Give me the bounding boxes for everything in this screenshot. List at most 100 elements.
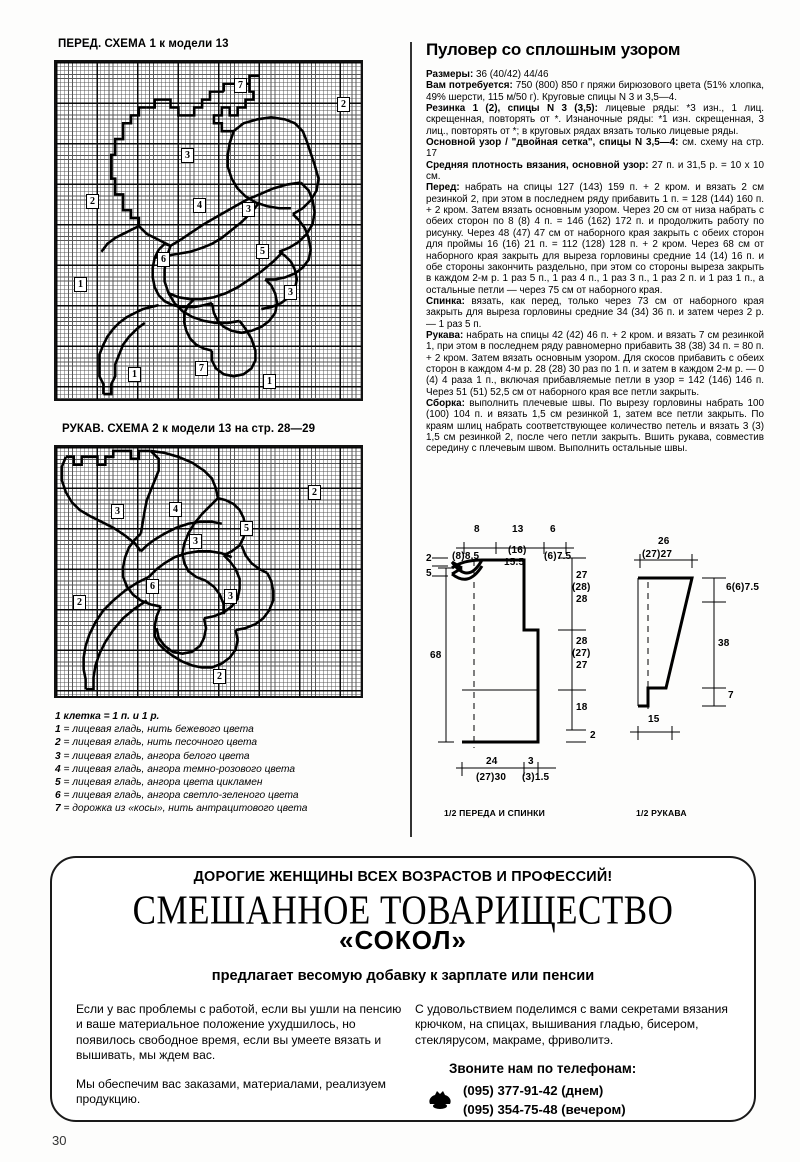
chart-1-title: ПЕРЕД. СХЕМА 1 к модели 13 bbox=[58, 38, 229, 50]
ad-left-para-2: Мы обеспечим вас заказами, материалами, … bbox=[76, 1076, 386, 1107]
chart-2-motif-outline bbox=[60, 449, 275, 691]
chart-cell-number: 4 bbox=[169, 502, 182, 517]
para-text: 36 (40/42) 44/46 bbox=[473, 69, 549, 80]
chart-cell-number: 3 bbox=[242, 202, 255, 217]
para-label: Основной узор / "двойная сетка", спицы N… bbox=[426, 137, 679, 149]
dim-top-seg-3: 6 bbox=[550, 524, 556, 535]
ad-brand-name: «СОКОЛ» bbox=[339, 925, 467, 955]
dim-sleeve-cuff: 7 bbox=[728, 690, 734, 701]
article-paragraph: Размеры: 36 (40/42) 44/46 bbox=[426, 69, 764, 80]
dim-right-2a: 28 bbox=[576, 636, 588, 647]
para-text: вязать, как перед, только через 73 см от… bbox=[426, 295, 764, 330]
front-schematic-caption: 1/2 ПЕРЕДА И СПИНКИ bbox=[444, 808, 545, 818]
dim-left-small-top: 2 bbox=[426, 553, 432, 564]
chart-1-motif-outline bbox=[98, 74, 320, 396]
advertisement-box: ДОРОГИЕ ЖЕНЩИНЫ ВСЕХ ВОЗРАСТОВ И ПРОФЕСС… bbox=[50, 856, 756, 1122]
dim-right-2b: (27) bbox=[572, 648, 591, 659]
dim-right-2c: 27 bbox=[576, 660, 588, 671]
para-label: Спинка: bbox=[426, 295, 465, 307]
legend-key: 3 bbox=[55, 750, 61, 762]
ad-phone-numbers: (095) 377-91-42 (днем) (095) 354-75-48 (… bbox=[463, 1081, 626, 1119]
legend-text: = лицевая гладь, ангора цвета цикламен bbox=[63, 777, 263, 789]
chart-cell-number: 5 bbox=[240, 521, 253, 536]
article-paragraph: Перед: набрать на спицы 127 (143) 159 п.… bbox=[426, 182, 764, 295]
chart-cell-number: 3 bbox=[224, 589, 237, 604]
legend-text: = лицевая гладь, ангора белого цвета bbox=[63, 750, 250, 762]
chart-cell-number: 1 bbox=[263, 374, 276, 389]
ad-phone-block: (095) 377-91-42 (днем) (095) 354-75-48 (… bbox=[427, 1081, 730, 1119]
chart-cell-number: 7 bbox=[234, 78, 247, 93]
legend-header: 1 клетка = 1 п. и 1 р. bbox=[55, 711, 160, 722]
dim-left-small-bottom: 5 bbox=[426, 568, 432, 579]
dim-sleeve-top-alt: (27)27 bbox=[642, 549, 673, 560]
legend-key: 5 bbox=[55, 777, 61, 789]
ad-left-column: Если у вас проблемы с работой, если вы у… bbox=[76, 1002, 403, 1120]
dim-sleeve-cap: 6(6)7.5 bbox=[726, 582, 760, 593]
ad-headline: ДОРОГИЕ ЖЕНЩИНЫ ВСЕХ ВОЗРАСТОВ И ПРОФЕСС… bbox=[193, 869, 613, 885]
dim-sleeve-body: 38 bbox=[718, 638, 730, 649]
ad-tagline: предлагает весомую добавку к зарплате ил… bbox=[211, 968, 595, 984]
dim-top-seg-1: 8 bbox=[474, 524, 480, 535]
ad-phone-evening: (095) 354-75-48 (вечером) bbox=[463, 1101, 626, 1117]
dim-alt-seg-3: (6)7.5 bbox=[544, 551, 572, 562]
chart-cell-number: 2 bbox=[86, 194, 99, 209]
chart-cell-number: 3 bbox=[189, 534, 202, 549]
legend-text: = лицевая гладь, ангора темно-розового ц… bbox=[63, 763, 296, 775]
dim-right-3: 18 bbox=[576, 702, 588, 713]
legend-item: 4 = лицевая гладь, ангора темно-розового… bbox=[55, 763, 400, 776]
telephone-icon bbox=[427, 1090, 453, 1110]
para-label: Размеры: bbox=[426, 69, 474, 80]
para-label: Сборка: bbox=[426, 397, 465, 409]
article-paragraph: Рукава: набрать на спицы 42 (42) 46 п. +… bbox=[426, 330, 764, 398]
right-column: Пуловер со сплошным узором Размеры: 36 (… bbox=[426, 40, 764, 455]
column-divider bbox=[410, 42, 412, 837]
ad-left-para-1: Если у вас проблемы с работой, если вы у… bbox=[76, 1002, 402, 1063]
para-text: см. схему на стр. 17 bbox=[426, 137, 764, 160]
legend-key: 2 bbox=[55, 737, 61, 749]
ad-right-para-1: С удовольствием поделимся с вами секрета… bbox=[415, 1002, 728, 1047]
dim-right-1b: (28) bbox=[572, 582, 591, 593]
legend-item: 6 = лицевая гладь, ангора светло-зеленог… bbox=[55, 789, 400, 802]
legend-item: 7 = дорожка из «косы», нить антрацитовог… bbox=[55, 802, 400, 815]
para-label: Перед: bbox=[426, 182, 460, 194]
dim-top-seg-2: 13 bbox=[512, 524, 524, 535]
legend-item: 1 = лицевая гладь, нить бежевого цвета bbox=[55, 723, 400, 736]
chart-cell-number: 3 bbox=[284, 285, 297, 300]
chart-cell-number: 2 bbox=[213, 669, 226, 684]
chart-cell-number: 6 bbox=[146, 579, 159, 594]
para-text: 27 п. и 31,5 р. = 10 х 10 см. bbox=[426, 159, 764, 183]
para-label: Резинка 1 (2), спицы N 3 (3,5): bbox=[426, 103, 598, 115]
legend-item: 3 = лицевая гладь, ангора белого цвета bbox=[55, 750, 400, 763]
article-paragraph: Основной узор / "двойная сетка", спицы N… bbox=[426, 137, 764, 160]
chart-cell-number: 6 bbox=[157, 252, 170, 267]
schematic-svg bbox=[432, 542, 726, 776]
chart-2-title: РУКАВ. СХЕМА 2 к модели 13 на стр. 28—29 bbox=[62, 423, 316, 435]
dim-alt-seg-2b: 15.5 bbox=[504, 557, 525, 568]
legend-key: 1 bbox=[55, 724, 61, 736]
dim-left-total: 68 bbox=[430, 650, 442, 661]
chart-cell-number: 1 bbox=[128, 367, 141, 382]
chart-cell-number: 3 bbox=[111, 504, 124, 519]
dim-alt-seg-1: (8)8.5 bbox=[452, 551, 480, 562]
chart-cell-number: 2 bbox=[73, 595, 86, 610]
legend-key: 4 bbox=[55, 763, 61, 775]
para-text: лицевые ряды: *3 изн., 1 лиц. скрещенная… bbox=[426, 103, 764, 137]
left-column: ПЕРЕД. СХЕМА 1 к модели 13 bbox=[40, 38, 400, 816]
dim-right-1c: 28 bbox=[576, 594, 588, 605]
chart-cell-number: 5 bbox=[256, 244, 269, 259]
article-paragraph: Спинка: вязать, как перед, только через … bbox=[426, 296, 764, 330]
para-text: выполнить плечевые швы. По вырезу горлов… bbox=[426, 397, 764, 455]
article-body: Размеры: 36 (40/42) 44/46 Вам потребуетс… bbox=[426, 69, 764, 455]
dim-sleeve-top: 26 bbox=[658, 536, 670, 547]
chart-cell-number: 2 bbox=[337, 97, 350, 112]
para-text: 750 (800) 850 г пряжи бирюзового цвета (… bbox=[426, 80, 764, 103]
chart-cell-number: 7 bbox=[195, 361, 208, 376]
para-label: Рукава: bbox=[426, 329, 464, 341]
dim-bottom-2: 3 bbox=[528, 756, 534, 767]
dim-right-4: 2 bbox=[590, 730, 596, 741]
